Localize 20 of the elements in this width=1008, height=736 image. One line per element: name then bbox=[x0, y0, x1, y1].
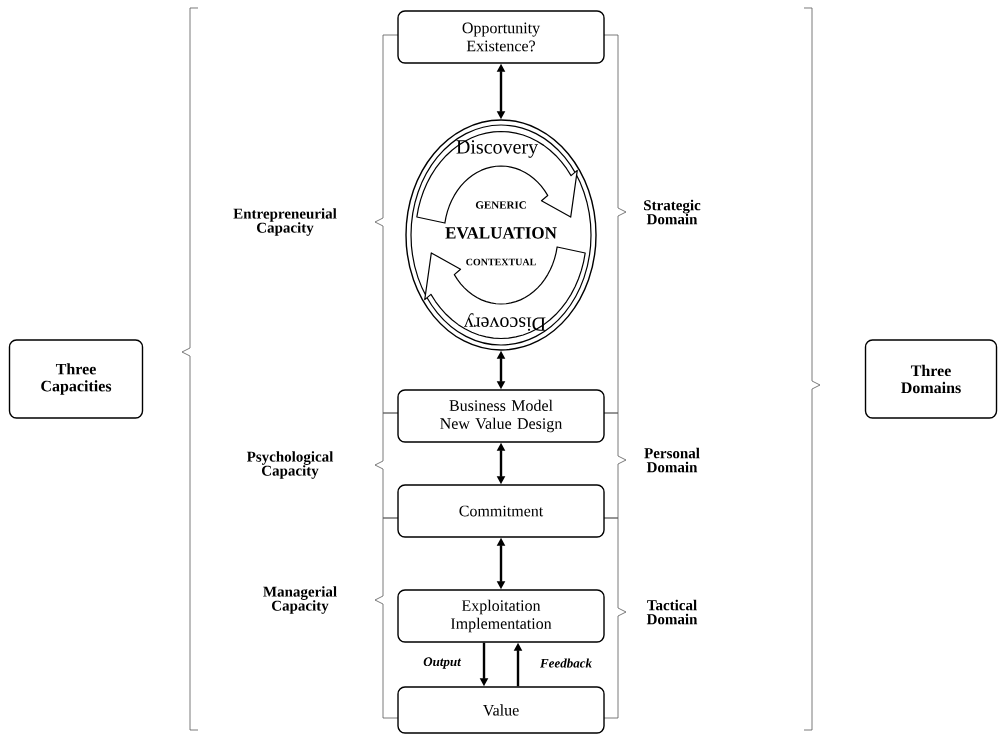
side-label: Managerial Capacity bbox=[263, 586, 337, 614]
process-box: Exploitation Implementation bbox=[397, 589, 605, 643]
circle-label: GENERIC bbox=[475, 201, 526, 209]
side-label: Strategic Domain bbox=[644, 199, 701, 225]
curved-label: Discovery bbox=[456, 140, 539, 158]
circle-label: CONTEXTUAL bbox=[466, 258, 536, 266]
process-box: Opportunity Existence? bbox=[397, 10, 605, 64]
curved-label: Discovery bbox=[464, 313, 546, 331]
side-label: Personal Domain bbox=[644, 447, 700, 473]
side-label: Tactical Domain bbox=[646, 599, 698, 625]
category-box: Three Capacities bbox=[8, 339, 144, 419]
side-label: Psychological Capacity bbox=[246, 451, 334, 479]
process-box: Value bbox=[397, 686, 605, 734]
edge-label: Output bbox=[422, 656, 462, 670]
circle-title: EVALUATION bbox=[445, 227, 557, 239]
category-box: Three Domains bbox=[864, 339, 998, 419]
process-box: Business Model New Value Design bbox=[397, 389, 605, 443]
process-box: Commitment bbox=[397, 484, 605, 538]
side-label: Entrepreneurial Capacity bbox=[233, 208, 337, 236]
edge-label: Feedback bbox=[539, 657, 593, 669]
